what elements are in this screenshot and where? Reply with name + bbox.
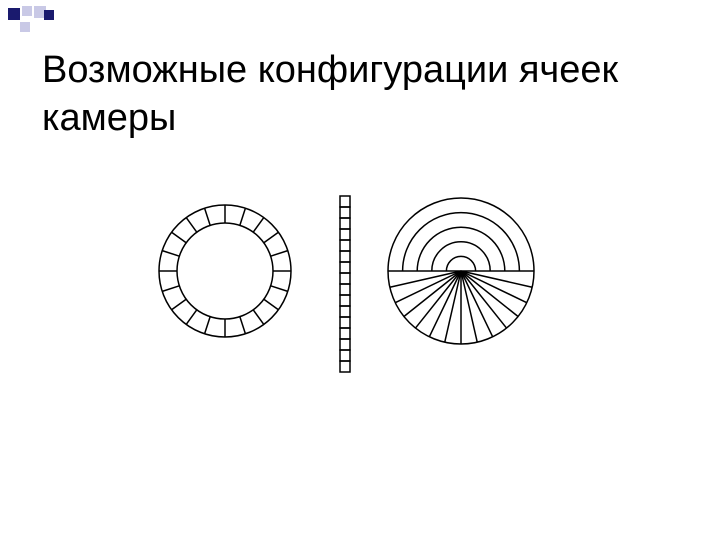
strip-cell: [339, 316, 351, 329]
semi-sector-line: [460, 270, 533, 288]
strip-cell: [339, 327, 351, 340]
ring-outer-circle: [158, 204, 292, 338]
ring-inner-circle: [176, 222, 274, 320]
semi-sector-line: [403, 270, 462, 318]
strip-cell: [339, 206, 351, 219]
semi-upper-arc: [401, 211, 521, 272]
semi-sector-line: [460, 270, 478, 343]
deco-square: [22, 6, 32, 16]
semi-sector-line: [394, 270, 462, 304]
slide-title: Возможные конфигурации ячеек камеры: [42, 46, 702, 142]
strip-cell: [339, 239, 351, 252]
ring-segment-divider: [263, 298, 279, 311]
deco-square: [44, 10, 54, 20]
ring-segment-divider: [239, 316, 247, 335]
strip-cell: [339, 338, 351, 351]
strip-cell: [339, 349, 351, 362]
ring-segment-divider: [171, 231, 187, 244]
strip-cell: [339, 217, 351, 230]
strip-cell: [339, 360, 351, 373]
semi-sector-line: [444, 270, 462, 343]
title-line-2: камеры: [42, 97, 177, 139]
strip-cell: [339, 195, 351, 208]
strip-cell: [339, 250, 351, 263]
title-line-1: Возможные конфигурации ячеек: [42, 49, 619, 91]
semicircle-sectors-diagram: [387, 197, 535, 345]
semi-sector-line: [389, 270, 462, 288]
semi-sector-line: [460, 270, 519, 318]
corner-squares-icon: [0, 0, 60, 40]
strip-cell: [339, 283, 351, 296]
strip-cell: [339, 294, 351, 307]
ring-segments-diagram: [158, 204, 292, 338]
semi-upper-arc: [445, 255, 477, 272]
strip-cell: [339, 305, 351, 318]
ring-segment-divider: [252, 309, 265, 325]
ring-segment-divider: [270, 249, 289, 257]
semi-sector-line: [460, 270, 508, 329]
ring-segment-divider: [239, 207, 247, 226]
semi-upper-arc: [431, 241, 491, 272]
ring-segment-divider: [270, 285, 289, 293]
semi-sector-line: [460, 270, 528, 304]
semi-sector-line: [414, 270, 462, 329]
strip-cell: [339, 228, 351, 241]
ring-segment-divider: [161, 285, 180, 293]
ring-segment-divider: [252, 217, 265, 233]
ring-segment-divider: [161, 249, 180, 257]
ring-segment-divider: [203, 316, 211, 335]
strip-cell: [339, 272, 351, 285]
ring-segment-divider: [171, 298, 187, 311]
semi-sector-line: [428, 270, 462, 338]
semi-sector-line: [460, 270, 494, 338]
strip-cell: [339, 261, 351, 274]
deco-square: [8, 8, 20, 20]
linear-strip-diagram: [339, 195, 351, 373]
deco-square: [20, 22, 30, 32]
ring-segment-divider: [185, 309, 198, 325]
ring-segment-divider: [263, 231, 279, 244]
ring-segment-divider: [203, 207, 211, 226]
deco-square: [34, 6, 46, 18]
ring-segment-divider: [185, 217, 198, 233]
semi-upper-arc: [416, 226, 506, 272]
